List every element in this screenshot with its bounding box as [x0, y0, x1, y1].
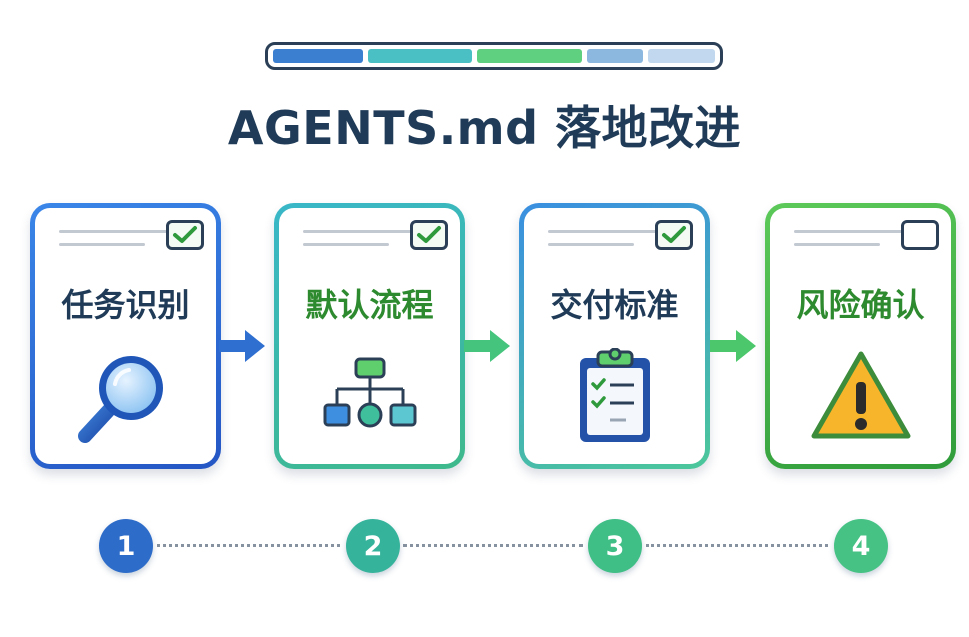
step-number-1: 1 — [99, 519, 153, 573]
warning-icon — [811, 351, 910, 439]
card-label: 任务识别 — [61, 286, 190, 324]
checkmark-icon — [173, 226, 197, 243]
arrow-right-icon — [710, 330, 756, 362]
checkbox-unchecked — [901, 220, 939, 250]
checkmark-icon — [662, 226, 686, 243]
step-number-3: 3 — [588, 519, 642, 573]
checkbox-checked — [655, 220, 693, 250]
dotted-connector — [157, 544, 340, 547]
magnifier-icon — [77, 356, 163, 443]
progress-segment-3 — [477, 49, 582, 63]
card-label: 交付标准 — [550, 286, 679, 324]
card-header-lines — [794, 230, 904, 256]
dotted-connector — [646, 544, 828, 547]
progress-segment-1 — [273, 49, 363, 63]
progress-segment-4 — [586, 49, 644, 63]
card-default-process: 默认流程 — [274, 203, 465, 469]
card-label: 风险确认 — [796, 286, 925, 324]
clipboard-checklist-icon — [579, 348, 650, 442]
checkbox-checked — [410, 220, 448, 250]
checkmark-icon — [417, 226, 441, 243]
progress-segment-5 — [648, 49, 715, 63]
card-header-lines — [303, 230, 413, 256]
card-label: 默认流程 — [305, 286, 434, 324]
arrow-right-icon — [219, 330, 265, 362]
card-task-identification: 任务识别 — [30, 203, 221, 469]
flowchart-icon — [323, 357, 416, 428]
card-header-lines — [59, 230, 169, 256]
dotted-connector — [403, 544, 583, 547]
progress-bar — [265, 42, 723, 70]
checkbox-checked — [166, 220, 204, 250]
step-number-2: 2 — [346, 519, 400, 573]
step-number-4: 4 — [834, 519, 888, 573]
progress-segment-2 — [367, 49, 473, 63]
card-header-lines — [548, 230, 658, 256]
page-title: AGENTS.md 落地改进 — [227, 101, 742, 155]
card-risk-confirmation: 风险确认 — [765, 203, 956, 469]
arrow-right-icon — [464, 330, 510, 362]
card-delivery-standards: 交付标准 — [519, 203, 710, 469]
